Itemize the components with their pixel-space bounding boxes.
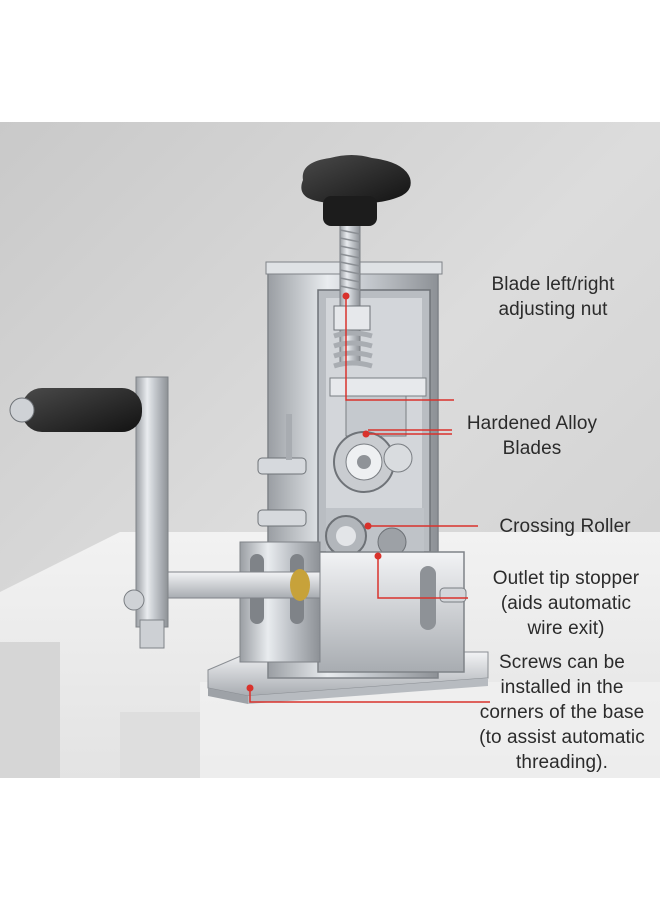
callout-line: installed in the — [500, 677, 624, 698]
callout-line: (aids automatic — [500, 593, 632, 614]
callout-line: (to assist automatic — [479, 727, 645, 748]
callout-line: Blade left/right — [491, 274, 615, 295]
callout-line: Outlet tip stopper — [492, 568, 640, 589]
callout-base-corner-screws: Screws can be installed in the corners o… — [466, 650, 658, 775]
callout-line: Hardened Alloy — [466, 413, 598, 434]
callout-line: adjusting nut — [498, 299, 608, 320]
callout-outlet-tip-stopper: Outlet tip stopper (aids automatic wire … — [478, 566, 654, 641]
callout-line: corners of the base — [479, 702, 645, 723]
callout-line: threading). — [516, 752, 608, 773]
callout-line: Screws can be — [499, 652, 625, 673]
callout-line: wire exit) — [527, 618, 605, 639]
callout-hardened-alloy-blades: Hardened Alloy Blades — [452, 411, 612, 461]
callout-blade-adjusting-nut: Blade left/right adjusting nut — [458, 272, 648, 322]
callout-line: Crossing Roller — [499, 516, 631, 537]
callout-crossing-roller: Crossing Roller — [480, 514, 650, 539]
wire-stripper-illustration — [0, 122, 660, 778]
callout-line: Blades — [502, 438, 562, 459]
product-photo — [0, 122, 660, 778]
